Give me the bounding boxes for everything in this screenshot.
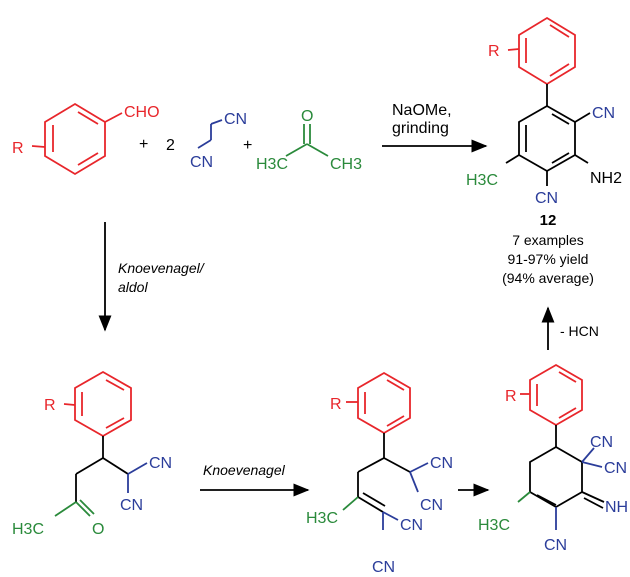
condition-down-1: Knoevenagel/ — [118, 260, 206, 276]
plus-sign-1: + — [139, 136, 148, 153]
label-cn: CN — [372, 559, 395, 576]
condition-down-2: aldol — [118, 279, 148, 295]
label-r: R — [12, 140, 24, 157]
stoich-two: 2 — [166, 137, 175, 154]
label-cn: CN — [535, 190, 558, 207]
label-cn: CN — [604, 460, 627, 477]
label-h3c: H3C — [306, 510, 338, 527]
label-o: O — [92, 521, 104, 538]
malononitrile-structure — [197, 119, 223, 149]
acetone-structure — [285, 124, 329, 157]
label-h3c: H3C — [12, 521, 44, 538]
condition-up: - HCN — [560, 323, 599, 339]
label-r: R — [488, 43, 500, 60]
label-r: R — [505, 388, 517, 405]
label-cn: CN — [224, 111, 247, 128]
label-h3c: H3C — [256, 156, 288, 173]
label-cn: CN — [400, 517, 423, 534]
label-cn: CN — [120, 497, 143, 514]
condition-bottom: Knoevenagel — [203, 462, 286, 478]
condition-top-2: grinding — [392, 120, 449, 137]
intermediate-1-structure — [54, 370, 148, 517]
product-examples: 7 examples — [512, 232, 584, 248]
benzaldehyde-structure — [31, 102, 123, 176]
label-ch3: CH3 — [330, 156, 362, 173]
plus-sign-2: + — [243, 137, 252, 154]
label-h3c: H3C — [466, 172, 498, 189]
label-nh: NH — [605, 499, 628, 516]
product-yield: 91-97% yield — [508, 251, 589, 267]
label-h3c: H3C — [478, 517, 510, 534]
label-cn: CN — [592, 105, 615, 122]
label-cn: CN — [420, 497, 443, 514]
label-cho: CHO — [124, 104, 160, 121]
product-12-structure — [505, 16, 591, 186]
label-o: O — [301, 108, 313, 125]
label-cn: CN — [430, 455, 453, 472]
label-cn: CN — [544, 537, 567, 554]
condition-top-1: NaOMe, — [392, 102, 452, 119]
label-cn: CN — [149, 455, 172, 472]
label-nh2: NH2 — [590, 170, 622, 187]
label-cn: CN — [590, 434, 613, 451]
intermediate-2-structure — [342, 371, 429, 530]
compound-number: 12 — [540, 212, 557, 229]
product-average-yield: (94% average) — [502, 270, 594, 286]
label-r: R — [44, 397, 56, 414]
intermediate-3-structure — [517, 363, 605, 530]
label-cn: CN — [190, 154, 213, 171]
label-r: R — [330, 396, 342, 413]
